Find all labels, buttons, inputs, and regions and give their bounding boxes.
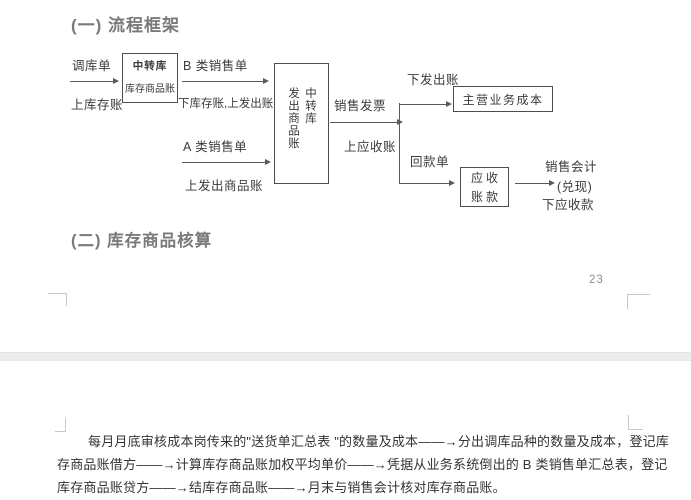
flow-box-main-business-cost: 主营业务成本 bbox=[453, 86, 553, 112]
flow-box-accounts-receivable: 应收 账款 bbox=[460, 167, 509, 207]
arrow-right-icon bbox=[182, 159, 271, 165]
crop-mark-bottom-right-h bbox=[627, 294, 650, 295]
flow-label-reduce-inventory: 下库存账,上发出账 bbox=[178, 98, 274, 110]
flow-label-sales-invoice: 销售发票 bbox=[334, 99, 387, 113]
crop-mark-top-left-v bbox=[65, 418, 66, 432]
flow-box-main-cost-label: 主营业务成本 bbox=[462, 92, 544, 107]
flow-box-ar-line1: 应收 bbox=[470, 171, 501, 185]
flow-label-cash-realized: (兑现) bbox=[557, 180, 593, 194]
arrow-right-icon bbox=[70, 78, 119, 84]
body-paragraph-line: 库存商品账贷方——→结库存商品账——→月末与销售会计核对库存商品账。 bbox=[57, 480, 506, 495]
flow-label-post-inventory: 上库存账 bbox=[71, 98, 124, 112]
crop-mark-top-left-h bbox=[55, 431, 66, 432]
page-number: 23 bbox=[589, 274, 604, 286]
flow-box-dispatch-right-column: 中转库 bbox=[304, 87, 316, 125]
arrow-right-icon bbox=[399, 180, 455, 186]
flow-label-b-sales-order: B 类销售单 bbox=[183, 59, 248, 73]
branch-line bbox=[399, 103, 400, 184]
crop-mark-bottom-right-v bbox=[627, 294, 628, 309]
flow-box-ar-line2: 账款 bbox=[470, 190, 501, 204]
arrow-right-icon bbox=[330, 119, 403, 125]
flow-label-post-receivable: 上应收账 bbox=[344, 140, 397, 154]
flow-box-dispatch-left-column: 发出商品账 bbox=[287, 87, 299, 150]
flow-box-transfer-inventory-account: 中转库 库存商品账 bbox=[122, 53, 178, 103]
arrow-right-icon bbox=[182, 78, 269, 84]
flow-label-reduce-receivable: 下应收款 bbox=[542, 198, 595, 212]
section-heading-2: (二) 库存商品核算 bbox=[71, 232, 213, 250]
flow-label-transfer-order: 调库单 bbox=[72, 59, 112, 73]
flow-box-transfer-title: 中转库 bbox=[132, 60, 168, 72]
flow-label-a-sales-order: A 类销售单 bbox=[183, 140, 248, 154]
crop-mark-top-right-h bbox=[628, 429, 643, 430]
arrow-right-icon bbox=[399, 101, 452, 107]
section-heading-1: (一) 流程框架 bbox=[71, 16, 181, 35]
crop-mark-bottom-left-h bbox=[48, 293, 67, 294]
body-paragraph-line: 每月月底审核成本岗传来的"送货单汇总表 "的数量及成本——→分出调库品种的数量及… bbox=[88, 434, 670, 449]
crop-mark-bottom-left-v bbox=[66, 293, 67, 306]
flow-label-post-dispatched-goods: 上发出商品账 bbox=[185, 179, 264, 193]
flow-label-reduce-dispatched: 下发出账 bbox=[407, 73, 460, 87]
flow-box-transfer-subtitle: 库存商品账 bbox=[125, 84, 175, 95]
page-separator bbox=[0, 352, 691, 361]
flow-box-dispatched-goods-account: 发出商品账 中转库 bbox=[274, 63, 329, 184]
body-paragraph-line: 存商品账借方——→计算库存商品账加权平均单价——→凭据从业务系统倒出的 B 类销… bbox=[57, 457, 668, 472]
crop-mark-top-right-v bbox=[628, 415, 629, 430]
flow-label-payment-receipt: 回款单 bbox=[410, 155, 450, 169]
arrow-right-icon bbox=[515, 180, 555, 186]
flow-label-sales-accountant: 销售会计 bbox=[545, 160, 598, 174]
